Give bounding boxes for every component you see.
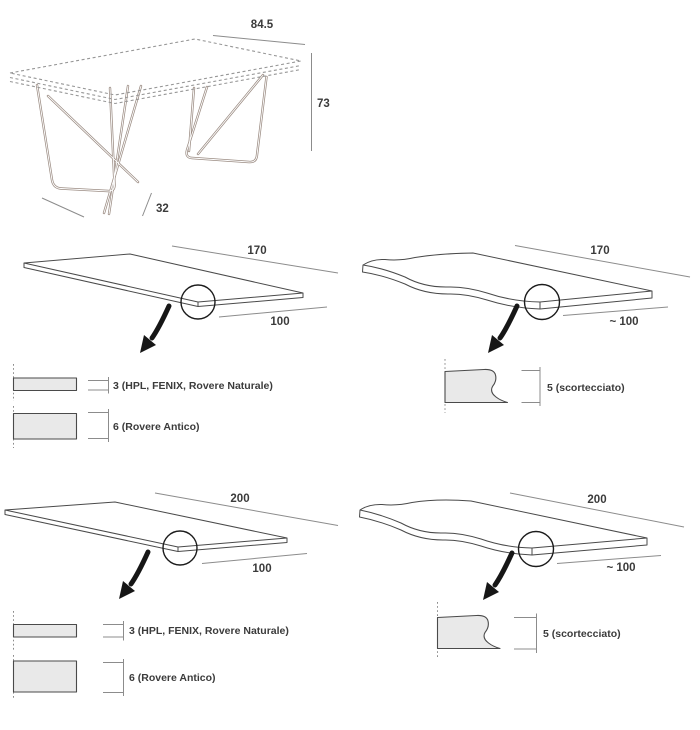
section-profile-bark [436,614,501,650]
thickness-bracket-5mm [514,613,537,653]
dim-line-base-depth-tick [142,192,152,217]
section-profile-bark [444,368,509,404]
corner-detail-circle [180,284,216,320]
detail-arrow-stem [128,549,151,587]
thickness-option-label: 6 (Rovere Antico) [129,672,216,684]
slab-thickness-edge [362,264,653,310]
slab-top-face [23,253,304,303]
section-profile-3mm [12,377,78,392]
tabletop-dashed-thickness-2 [9,68,302,105]
dim-line-width [562,306,669,316]
thickness-option-label: 3 (HPL, FENIX, Rovere Naturale) [129,625,289,637]
dim-line-base-depth [41,197,85,218]
dim-line-width [556,555,662,564]
dim-label-length: 200 [230,493,249,505]
dim-line-length [514,245,691,278]
detail-arrow-stem [497,303,520,341]
thickness-option-label: 6 (Rovere Antico) [113,421,200,433]
slab-thickness-edge [359,509,648,556]
dim-label-base-depth: 32 [156,203,169,215]
slab-top-face [362,252,653,303]
detail-arrow-head [119,581,135,599]
thickness-option-label: 5 (scortecciato) [543,628,621,640]
detail-arrow-head [483,582,499,600]
thickness-bracket-3mm [88,377,109,394]
detail-arrow-head [140,335,156,353]
tabletop-dashed-outline [9,38,302,96]
dim-line-length [154,492,339,526]
section-profile-6mm [12,412,78,440]
corner-detail-circle [523,283,561,321]
thickness-option-label: 3 (HPL, FENIX, Rovere Naturale) [113,380,273,392]
dim-label-length: 200 [587,494,606,506]
panel-bottom-200-straight: 200 100 3 (HPL, FENIX, Rovere Naturale) … [4,492,339,700]
detail-arrow-stem [149,303,172,341]
thickness-bracket-5mm [521,367,541,406]
assembled-table-drawing: 84.5 73 32 [9,19,330,218]
dim-line-width [201,553,308,564]
thickness-bracket-6mm [103,659,124,696]
thickness-option-label: 5 (scortecciato) [547,382,625,394]
dim-label-height: 73 [317,98,330,110]
edge-section-options: 3 (HPL, FENIX, Rovere Naturale) 6 (Rover… [12,611,289,700]
detail-arrow-head [488,335,504,353]
panel-bottom-200-bark: 200 ~ 100 5 (scortecciato) [359,492,685,659]
corner-detail-circle [517,530,555,568]
panel-top-170-bark: 170 ~ 100 5 (scortecciato) [362,245,691,413]
dim-label-top-width: 84.5 [251,19,274,31]
dim-label-length: 170 [590,245,609,257]
thickness-bracket-3mm [103,621,124,641]
dim-label-width: ~ 100 [606,562,635,574]
edge-section-options: 5 (scortecciato) [444,359,625,413]
corner-detail-circle [162,530,198,566]
slab-thickness-edge [4,510,288,552]
tabletop-dashed-thickness-1 [9,64,302,101]
section-profile-6mm [12,660,78,693]
panel-top-170-straight: 170 100 3 (HPL, FENIX, Rovere Naturale) … [12,245,339,448]
dim-line-length [509,492,685,528]
dim-label-length: 170 [247,245,266,257]
table-leg-left-highlight [36,84,142,215]
dim-label-width: 100 [252,563,271,575]
dim-line-width [218,306,328,318]
slab-thickness-edge [23,263,304,307]
edge-section-options: 5 (scortecciato) [436,602,621,659]
dim-line-top-width [212,35,306,45]
detail-arrow-stem [492,550,515,588]
section-profile-3mm [12,623,78,638]
thickness-bracket-6mm [88,409,109,442]
dim-line-length [171,245,339,274]
edge-section-options: 3 (HPL, FENIX, Rovere Naturale) 6 (Rover… [12,364,273,448]
slab-top-face [359,499,648,549]
dim-label-width: ~ 100 [609,316,638,328]
dim-label-width: 100 [270,316,289,328]
